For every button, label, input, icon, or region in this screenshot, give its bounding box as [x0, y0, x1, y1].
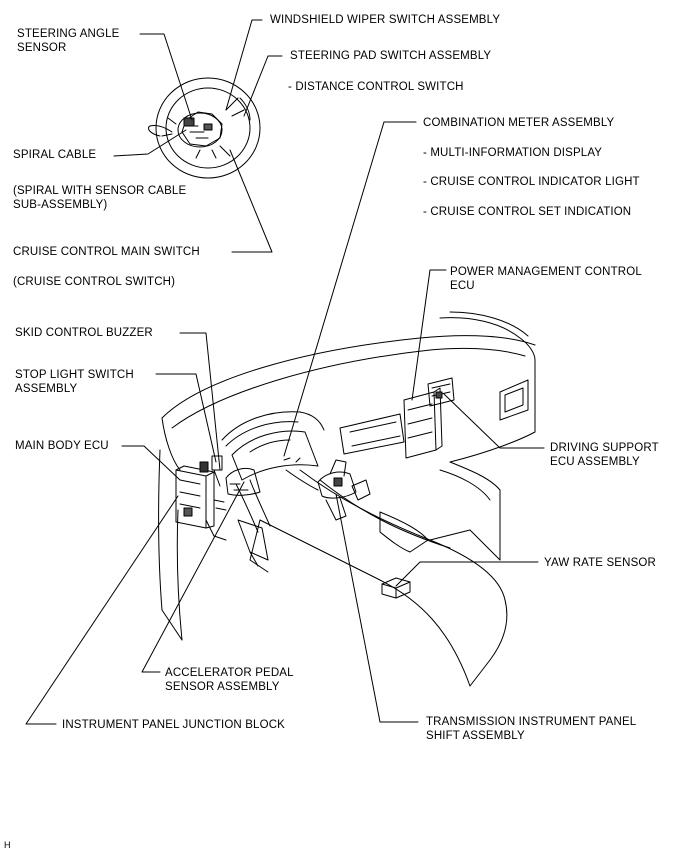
label-spiral-sub-line2: SUB-ASSEMBLY)	[13, 199, 108, 211]
label-cruise-control-set-indication: - CRUISE CONTROL SET INDICATION	[423, 206, 632, 218]
label-multi-information-display: - MULTI-INFORMATION DISPLAY	[423, 147, 603, 159]
label-skid-control-buzzer: SKID CONTROL BUZZER	[15, 327, 153, 339]
label-power-management-line2: ECU	[450, 280, 475, 292]
label-power-management-line1: POWER MANAGEMENT CONTROL	[450, 266, 642, 278]
label-accelerator-pedal-line2: SENSOR ASSEMBLY	[165, 681, 280, 693]
label-spiral-sub-line1: (SPIRAL WITH SENSOR CABLE	[13, 185, 187, 197]
label-spiral-cable: SPIRAL CABLE	[13, 149, 97, 161]
dashboard-drawing	[158, 311, 536, 687]
label-accelerator-pedal-line1: ACCELERATOR PEDAL	[165, 667, 294, 679]
label-stop-light-switch-line2: ASSEMBLY	[15, 383, 78, 395]
label-main-body-ecu: MAIN BODY ECU	[15, 440, 109, 452]
label-distance-control-switch: - DISTANCE CONTROL SWITCH	[288, 81, 464, 93]
label-stop-light-switch-line1: STOP LIGHT SWITCH	[15, 369, 134, 381]
label-windshield-wiper-switch: WINDSHIELD WIPER SWITCH ASSEMBLY	[270, 14, 501, 26]
label-instrument-panel-junction-block: INSTRUMENT PANEL JUNCTION BLOCK	[62, 719, 285, 731]
label-cruise-control-main-switch: CRUISE CONTROL MAIN SWITCH	[13, 246, 200, 258]
label-transmission-shift-line2: SHIFT ASSEMBLY	[426, 730, 525, 742]
label-transmission-shift-line1: TRANSMISSION INSTRUMENT PANEL	[426, 716, 637, 728]
corner-mark: H	[4, 840, 11, 850]
label-cruise-control-switch: (CRUISE CONTROL SWITCH)	[13, 276, 176, 288]
label-steering-pad-switch: STEERING PAD SWITCH ASSEMBLY	[290, 50, 492, 62]
label-yaw-rate-sensor: YAW RATE SENSOR	[544, 557, 656, 569]
label-steering-angle-sensor-line2: SENSOR	[17, 42, 67, 54]
label-steering-angle-sensor-line1: STEERING ANGLE	[17, 28, 120, 40]
label-combination-meter: COMBINATION METER ASSEMBLY	[423, 117, 615, 129]
label-driving-support-line2: ECU ASSEMBLY	[550, 456, 640, 468]
label-cruise-control-indicator: - CRUISE CONTROL INDICATOR LIGHT	[423, 176, 640, 188]
leader-lines	[25, 19, 545, 725]
label-driving-support-line1: DRIVING SUPPORT	[550, 442, 659, 454]
steering-wheel-drawing	[147, 77, 261, 179]
